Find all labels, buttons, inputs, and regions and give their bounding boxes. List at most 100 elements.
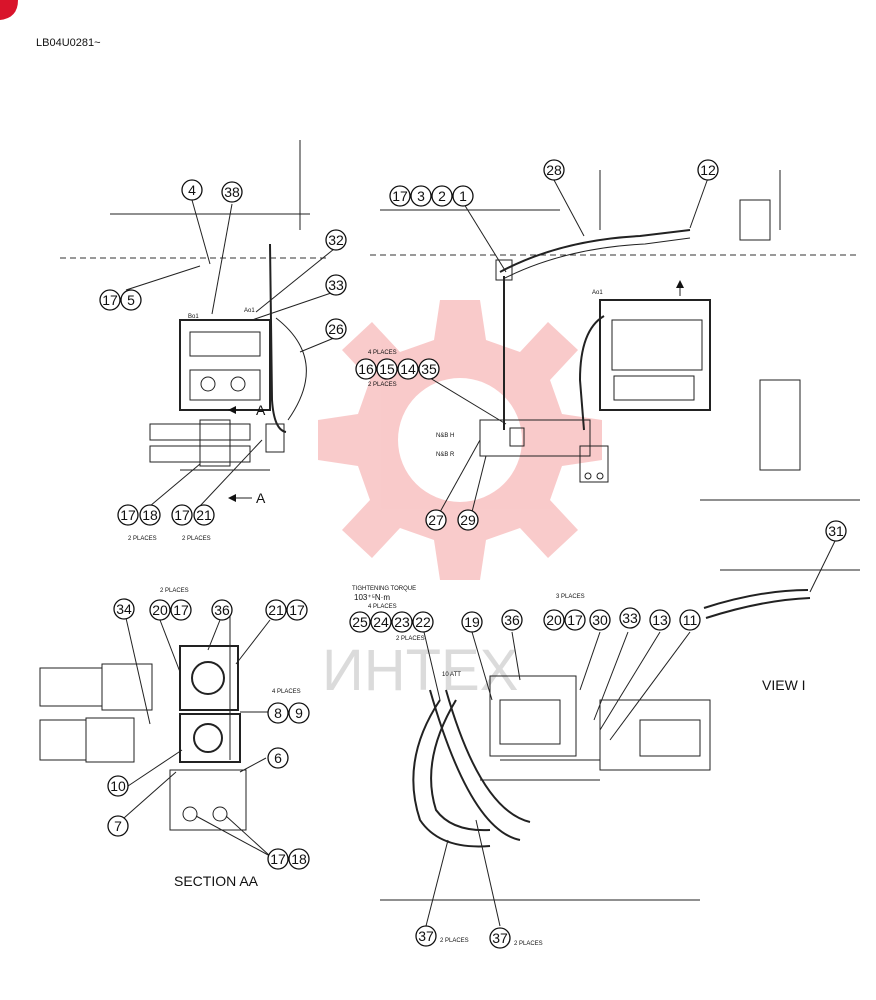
- callout-21: 21: [193, 504, 215, 526]
- callout-36: 36: [211, 599, 233, 621]
- svg-text:36: 36: [504, 612, 520, 628]
- watermark-gear: [318, 300, 602, 580]
- places-2-37a: 2 PLACES: [440, 938, 469, 944]
- svg-text:17: 17: [120, 507, 136, 523]
- places-2-b: 2 PLACES: [182, 536, 211, 542]
- callout-2: 2: [431, 185, 453, 207]
- svg-text:21: 21: [268, 602, 284, 618]
- torque-label: 103⁺⁵N·m: [354, 593, 390, 602]
- label-bo1: Bo1: [188, 314, 199, 320]
- places-4-view: 4 PLACES: [368, 604, 397, 610]
- svg-text:6: 6: [274, 750, 282, 766]
- svg-text:8: 8: [274, 705, 282, 721]
- svg-text:11: 11: [683, 612, 698, 628]
- places-4-aa: 4 PLACES: [272, 689, 301, 695]
- label-ao1-right: Ao1: [592, 290, 603, 296]
- callout-1: 1: [452, 185, 474, 207]
- svg-text:21: 21: [196, 507, 212, 523]
- callout-21: 21: [265, 599, 287, 621]
- callout-33: 33: [325, 274, 347, 296]
- callout-20: 20: [149, 599, 171, 621]
- callout-16: 16: [355, 358, 377, 380]
- callout-3: 3: [410, 185, 432, 207]
- callout-32: 32: [325, 229, 347, 251]
- callout-37: 37: [489, 927, 511, 949]
- svg-text:26: 26: [328, 321, 344, 337]
- corner-badge: [0, 0, 18, 20]
- svg-text:17: 17: [392, 188, 408, 204]
- callout-17: 17: [564, 609, 586, 631]
- svg-text:2: 2: [438, 188, 446, 204]
- svg-text:25: 25: [352, 614, 368, 630]
- callout-10: 10: [107, 775, 129, 797]
- callout-17: 17: [117, 504, 139, 526]
- callout-27: 27: [425, 509, 447, 531]
- svg-text:17: 17: [174, 507, 190, 523]
- callout-34: 34: [113, 598, 135, 620]
- svg-text:33: 33: [328, 277, 344, 293]
- label-nbr-h: N&B H: [436, 433, 454, 439]
- label-ao1-left: Ao1: [244, 308, 255, 314]
- callout-14: 14: [397, 358, 419, 380]
- callout-17: 17: [99, 289, 121, 311]
- svg-text:20: 20: [546, 612, 562, 628]
- view-i-drawing: TIGHTENING TORQUE 103⁺⁵N·m 4 PLACES 2 PL…: [352, 569, 860, 947]
- svg-text:5: 5: [127, 292, 135, 308]
- doc-code: LB04U0281~: [36, 37, 101, 49]
- callout-20: 20: [543, 609, 565, 631]
- svg-text:35: 35: [421, 361, 437, 377]
- svg-text:24: 24: [373, 614, 389, 630]
- watermark-text: ИНТЕХ: [322, 638, 518, 703]
- svg-text:29: 29: [460, 512, 476, 528]
- svg-text:17: 17: [289, 602, 305, 618]
- svg-text:13: 13: [652, 612, 668, 628]
- svg-text:17: 17: [567, 612, 583, 628]
- section-aa-title: SECTION AA: [174, 873, 259, 889]
- svg-text:36: 36: [214, 602, 230, 618]
- callouts: 4 38 17 5 32 33 26 17 18 17 21 17 3 2 1 …: [99, 159, 847, 949]
- callout-23: 23: [391, 611, 413, 633]
- callout-13: 13: [649, 609, 671, 631]
- callout-19: 19: [461, 611, 483, 633]
- places-4-top: 4 PLACES: [368, 350, 397, 356]
- callout-11: 11: [679, 609, 701, 631]
- callout-38: 38: [221, 181, 243, 203]
- svg-text:18: 18: [291, 851, 307, 867]
- callout-37: 37: [415, 925, 437, 947]
- places-2-37b: 2 PLACES: [514, 941, 543, 947]
- svg-text:31: 31: [828, 523, 844, 539]
- callout-30: 30: [589, 609, 611, 631]
- svg-text:19: 19: [464, 614, 480, 630]
- callout-17: 17: [389, 185, 411, 207]
- callout-18: 18: [288, 848, 310, 870]
- callout-6: 6: [267, 747, 289, 769]
- svg-text:10: 10: [110, 778, 126, 794]
- svg-text:17: 17: [270, 851, 286, 867]
- callout-22: 22: [412, 611, 434, 633]
- svg-text:3: 3: [417, 188, 425, 204]
- callout-35: 35: [418, 358, 440, 380]
- svg-text:17: 17: [173, 602, 189, 618]
- svg-text:33: 33: [622, 610, 638, 626]
- svg-text:16: 16: [358, 361, 374, 377]
- svg-text:28: 28: [546, 162, 562, 178]
- top-right-assembly: Ao1 N&B H N&B R 4 PLACES 2 PLACES: [368, 170, 860, 501]
- svg-text:38: 38: [224, 184, 240, 200]
- callout-4: 4: [181, 179, 203, 201]
- arrow-a-bottom: A: [256, 490, 266, 506]
- leader-lines: [123, 177, 836, 927]
- tightening-label: TIGHTENING TORQUE: [352, 586, 416, 592]
- svg-text:37: 37: [418, 928, 434, 944]
- svg-text:27: 27: [428, 512, 444, 528]
- callout-36: 36: [501, 609, 523, 631]
- callout-17: 17: [267, 848, 289, 870]
- svg-text:17: 17: [102, 292, 118, 308]
- arrow-a-top: A: [256, 402, 266, 418]
- callout-24: 24: [370, 611, 392, 633]
- callout-17: 17: [170, 599, 192, 621]
- svg-text:14: 14: [400, 361, 416, 377]
- section-aa-drawing: 2 PLACES 4 PLACES SECTION AA: [39, 588, 301, 889]
- places-2-top: 2 PLACES: [368, 382, 397, 388]
- callout-15: 15: [376, 358, 398, 380]
